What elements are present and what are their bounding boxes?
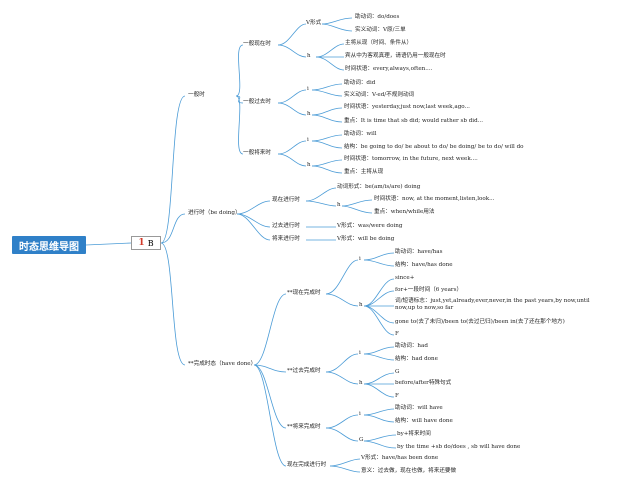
node-wc-guoqu[interactable]: **过去完成时 [287, 368, 321, 374]
node-xzjx-yi[interactable]: 意义：过去做，现在也做，将来还要做 [361, 468, 457, 474]
node-xz-i[interactable]: i [359, 256, 361, 262]
node-jl-jiegou[interactable]: 结构：be going to do/ be about to do/ be do… [344, 144, 524, 150]
node-xianzai-h[interactable]: h [307, 53, 311, 59]
node-xz-jiegou[interactable]: 结构：have/has done [395, 262, 453, 268]
node-jl-wc-g[interactable]: G [359, 437, 364, 443]
node-g-shiyi[interactable]: 实义动词：V-ed/不规则动词 [344, 92, 415, 98]
node-jx-xianzai[interactable]: 现在进行时 [272, 197, 300, 203]
node-zhuju[interactable]: 主将从现（时间、条件从） [345, 40, 413, 46]
node-jl-zhudong[interactable]: 助动词：will [344, 131, 377, 137]
node-jx-zhongdian[interactable]: 重点：when/while用法 [374, 209, 435, 215]
node-shijian[interactable]: 时间状语：every,always,often.... [345, 66, 433, 72]
node-for[interactable]: for+一段时间（6 years） [395, 287, 463, 293]
node-jl-h[interactable]: h [307, 162, 311, 168]
node-jl-wc-jiegou[interactable]: 结构：will have done [395, 418, 453, 424]
node-wc-jianglai[interactable]: **将来完成时 [287, 424, 321, 430]
node-gq-jiegou[interactable]: 结构：had done [395, 356, 438, 362]
node-xz-zhudong[interactable]: 助动词：have/has [395, 249, 443, 255]
node-xzjx-v[interactable]: V形式：have/has been done [361, 455, 439, 461]
node-jx-jianglai-v[interactable]: V形式：will be doing [337, 236, 395, 242]
node-zhenli[interactable]: 宾从中为客观真理，请语仍用一般现在时 [345, 53, 446, 59]
node-xz-f[interactable]: F [395, 331, 399, 337]
node-before[interactable]: before/after特殊句式 [395, 380, 452, 386]
node-jx-jianglai[interactable]: 将来进行时 [272, 236, 300, 242]
node-g-zhudong[interactable]: 助动词：did [344, 80, 376, 86]
node-jl-wc-zhudong[interactable]: 助动词：will have [395, 405, 443, 411]
node-jx-guoqu-v[interactable]: V形式：was/were doing [337, 223, 403, 229]
node-g-shijian[interactable]: 时间状语：yesterday,just now,last week,ago... [344, 104, 470, 110]
node-yiban-jianglai[interactable]: 一般将来时 [243, 150, 271, 156]
node-g-zhongdian[interactable]: 重点：It is time that sb did; would rather … [344, 118, 483, 124]
node-jx-shijian[interactable]: 时间状语：now, at the moment,listen,look... [374, 196, 495, 202]
node-xz-h[interactable]: h [359, 302, 363, 308]
node-jl-zhongdian[interactable]: 重点：主将从现 [344, 169, 384, 175]
root-node[interactable]: 时态思维导图 [12, 236, 86, 254]
node-zhudong[interactable]: 助动词：do/does [355, 14, 400, 20]
node-xianzai-v[interactable]: V形式 [306, 20, 322, 26]
node-guoqu-h[interactable]: h [307, 111, 311, 117]
node-gq-h[interactable]: h [359, 380, 363, 386]
node-jl-shijian[interactable]: 时间状语：tomorrow, in the future, next week.… [344, 156, 478, 162]
node-jx-dongci[interactable]: 动词形式：be(am/is/are) doing [337, 184, 421, 190]
node-gq-zhudong[interactable]: 助动词：had [395, 343, 428, 349]
node-jl-wc-i[interactable]: i [359, 411, 361, 417]
node-jl-i[interactable]: i [307, 137, 309, 143]
node-gone[interactable]: gone to(去了未归)/been to(去过已归)/been in(去了还在… [395, 319, 565, 325]
node-guoqu-i[interactable]: i [307, 86, 309, 92]
node-by-time[interactable]: by+将来时间 [397, 431, 431, 437]
b-node-label: B [147, 238, 154, 248]
node-by-the-time[interactable]: by the time +sb do/does , sb will have d… [397, 444, 521, 450]
node-wancheng[interactable]: **完成时态（have done） [188, 361, 257, 367]
node-gq-f[interactable]: F [395, 393, 399, 399]
node-wc-xzjx[interactable]: 现在完成进行时 [287, 462, 327, 468]
node-gq-i[interactable]: i [359, 350, 361, 356]
node-gq-g[interactable]: G [395, 369, 400, 375]
priority-flag-icon: 1 [138, 238, 145, 248]
node-jx-guoqu[interactable]: 过去进行时 [272, 223, 300, 229]
node-wc-xianzai[interactable]: **现在完成时 [287, 290, 321, 296]
b-node[interactable]: 1 B [131, 236, 161, 250]
node-yiban[interactable]: 一般时 [188, 92, 205, 98]
node-yiban-xianzai[interactable]: 一般现在时 [243, 41, 271, 47]
node-since[interactable]: since+ [395, 275, 415, 281]
node-shiyi[interactable]: 实义动词：V原/三单 [355, 27, 406, 33]
node-biaozhi[interactable]: 词/短语标志：just,yet,already,ever,never,in th… [395, 298, 590, 311]
node-jx-h[interactable]: h [337, 202, 341, 208]
node-yiban-guoqu[interactable]: 一般过去时 [243, 99, 271, 105]
node-jinxing[interactable]: 进行时（be doing） [188, 210, 241, 216]
